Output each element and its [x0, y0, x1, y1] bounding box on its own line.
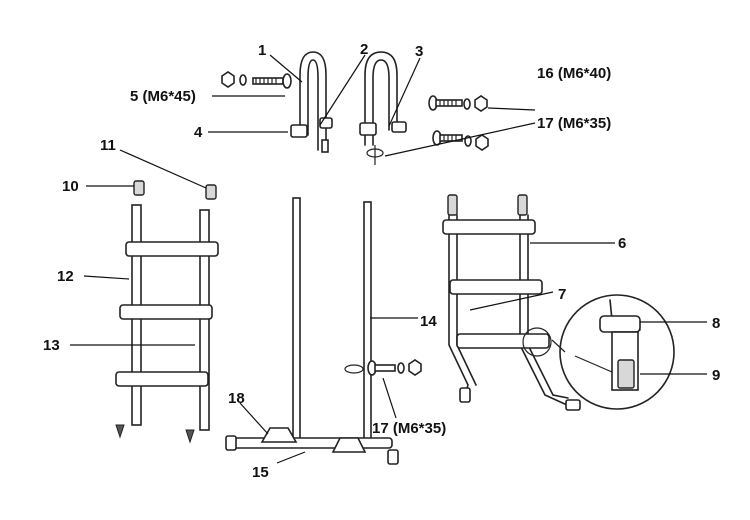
callout-9: 9	[712, 367, 720, 384]
callout-10: 10	[62, 178, 79, 195]
callout-17-lower: 17 (M6*35)	[372, 420, 446, 437]
right-ladder	[442, 194, 581, 411]
callout-5: 5 (M6*45)	[130, 88, 196, 105]
callout-13: 13	[43, 337, 60, 354]
left-ladder	[115, 180, 219, 444]
leader-lines	[70, 54, 707, 464]
middle-posts	[292, 197, 372, 448]
callout-2: 2	[360, 41, 368, 58]
callout-14: 14	[420, 313, 437, 330]
bolt-m6x35-upper	[432, 130, 489, 151]
handrail-right	[359, 51, 407, 165]
base-crossbar	[225, 427, 399, 465]
callout-18: 18	[228, 390, 245, 407]
callout-12: 12	[57, 268, 74, 285]
bolt-m6x45	[221, 71, 292, 89]
callout-16: 16 (M6*40)	[537, 65, 611, 82]
callout-1: 1	[258, 42, 266, 59]
callout-15: 15	[252, 464, 269, 481]
callout-4: 4	[194, 124, 203, 141]
callout-8: 8	[712, 315, 720, 332]
callout-7: 7	[558, 286, 566, 303]
detail-zoom	[551, 294, 675, 410]
callout-17-upper: 17 (M6*35)	[537, 115, 611, 132]
bolt-m6x40	[428, 95, 488, 112]
callout-3: 3	[415, 43, 423, 60]
handrail-left	[290, 51, 333, 153]
bolt-m6x35-lower	[367, 359, 422, 376]
callout-6: 6	[618, 235, 626, 252]
callout-11: 11	[100, 137, 116, 154]
